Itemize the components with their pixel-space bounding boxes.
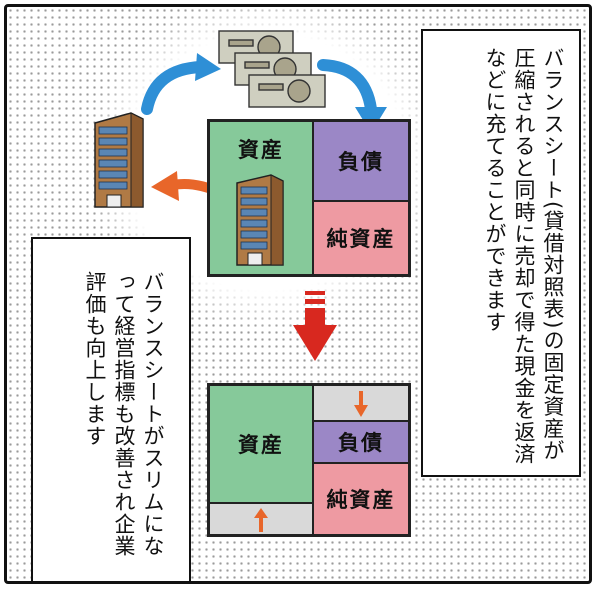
before-equity-label: 純資産 [326,227,396,251]
after-assets-label: 資産 [238,433,284,457]
after-liabilities-cell: 負債 [313,421,409,463]
after-liabilities-reduced-area [313,385,409,421]
after-equity-cell: 純資産 [313,463,409,535]
curved-arrow-left-icon [141,53,221,115]
after-liabilities-label: 負債 [338,431,384,455]
down-arrow-icon [293,291,337,361]
after-assets-reduced-area [209,503,313,535]
after-equity-label: 純資産 [326,488,396,512]
before-liabilities-cell: 負債 [313,121,409,201]
right-caption-text: バランスシート(貸借対照表)の固定資産が圧縮されると同時に売却で得た現金を返済な… [483,47,565,465]
balance-sheet-after: 資産 負債 純資産 [207,383,411,537]
banknotes-icon [218,30,326,108]
before-liabilities-label: 負債 [338,150,384,174]
asset-building-icon [236,174,284,266]
after-assets-cell: 資産 [209,385,313,503]
right-caption-box: バランスシート(貸借対照表)の固定資産が圧縮されると同時に売却で得た現金を返済な… [421,29,581,477]
sold-building-icon [94,112,144,208]
left-caption-text: バランスシートがスリムになって経営指標も改善され企業評価も向上します [83,271,165,557]
balance-sheet-before: 資産 負債 純資産 [207,119,411,277]
comic-panel: バランスシート(貸借対照表)の固定資産が圧縮されると同時に売却で得た現金を返済な… [4,4,592,584]
before-assets-label: 資産 [238,138,284,162]
before-equity-cell: 純資産 [313,201,409,275]
small-down-arrow-icon [354,391,368,417]
left-caption-box: バランスシートがスリムになって経営指標も改善され企業評価も向上します [31,237,191,581]
up-arrow-icon [254,508,268,532]
